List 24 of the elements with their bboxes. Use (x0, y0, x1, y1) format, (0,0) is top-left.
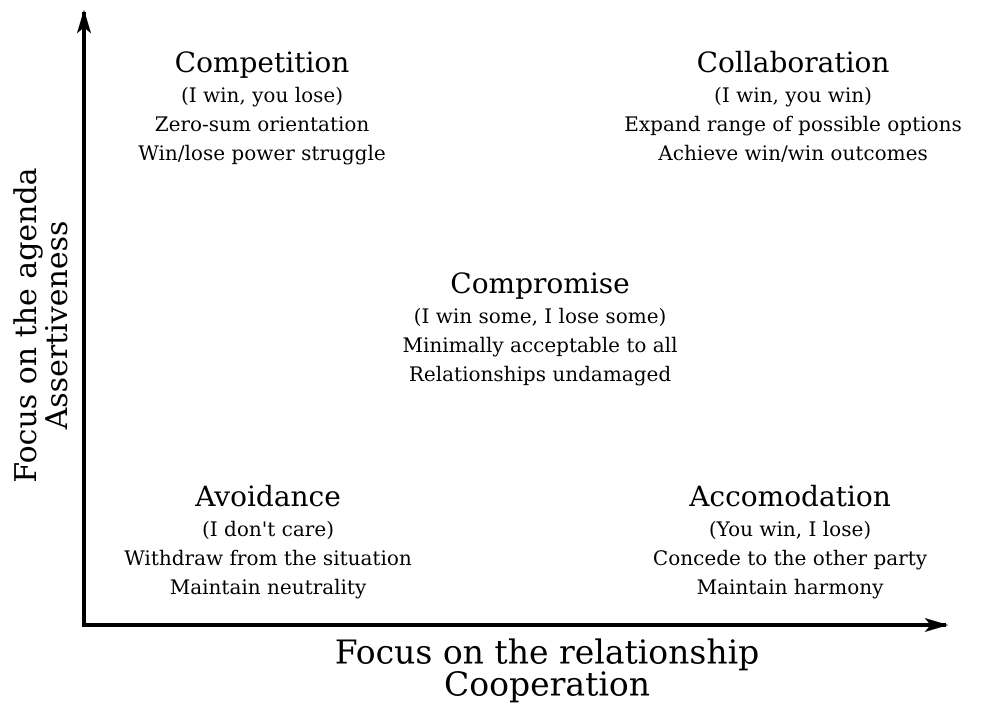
quadrant-description: Withdraw from the situation (124, 548, 412, 568)
quadrant-title: Competition (174, 49, 350, 77)
quadrant-description: (I win, you win) (714, 85, 872, 105)
quadrant-title: Avoidance (195, 483, 341, 511)
quadrant-description: (I don't care) (202, 519, 334, 539)
quadrant-description: Expand range of possible options (624, 114, 962, 134)
axis-label: Focus on the relationship (334, 636, 760, 668)
quadrant-description: Relationships undamaged (408, 364, 672, 384)
quadrant-description: Maintain harmony (696, 577, 884, 597)
quadrant-title: Collaboration (696, 49, 890, 77)
quadrant-description: Win/lose power struggle (138, 143, 386, 163)
quadrant-description: (I win some, I lose some) (414, 306, 666, 326)
axis-label: Cooperation (444, 668, 650, 700)
quadrant-title: Compromise (450, 270, 630, 298)
quadrant-description: Concede to the other party (652, 548, 928, 568)
quadrant-title: Accomodation (689, 483, 891, 511)
quadrant-description: Zero-sum orientation (154, 114, 370, 134)
quadrant-description: (I win, you lose) (180, 85, 344, 105)
axis-label: Focus on the agenda (12, 167, 42, 483)
quadrant-description: Maintain neutrality (170, 577, 366, 597)
quadrant-description: (You win, I lose) (708, 519, 872, 539)
quadrant-description: Achieve win/win outcomes (658, 143, 928, 163)
quadrant-description: Minimally acceptable to all (402, 335, 678, 355)
axis-label: Assertiveness (43, 220, 73, 430)
